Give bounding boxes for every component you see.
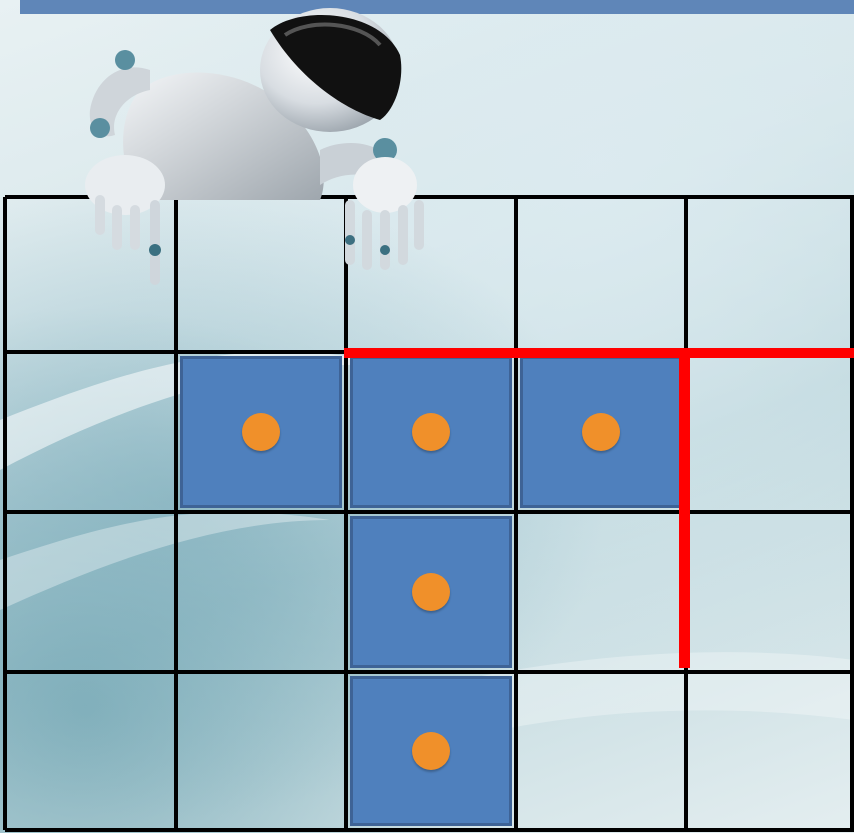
robot-mascot-icon	[0, 0, 854, 833]
